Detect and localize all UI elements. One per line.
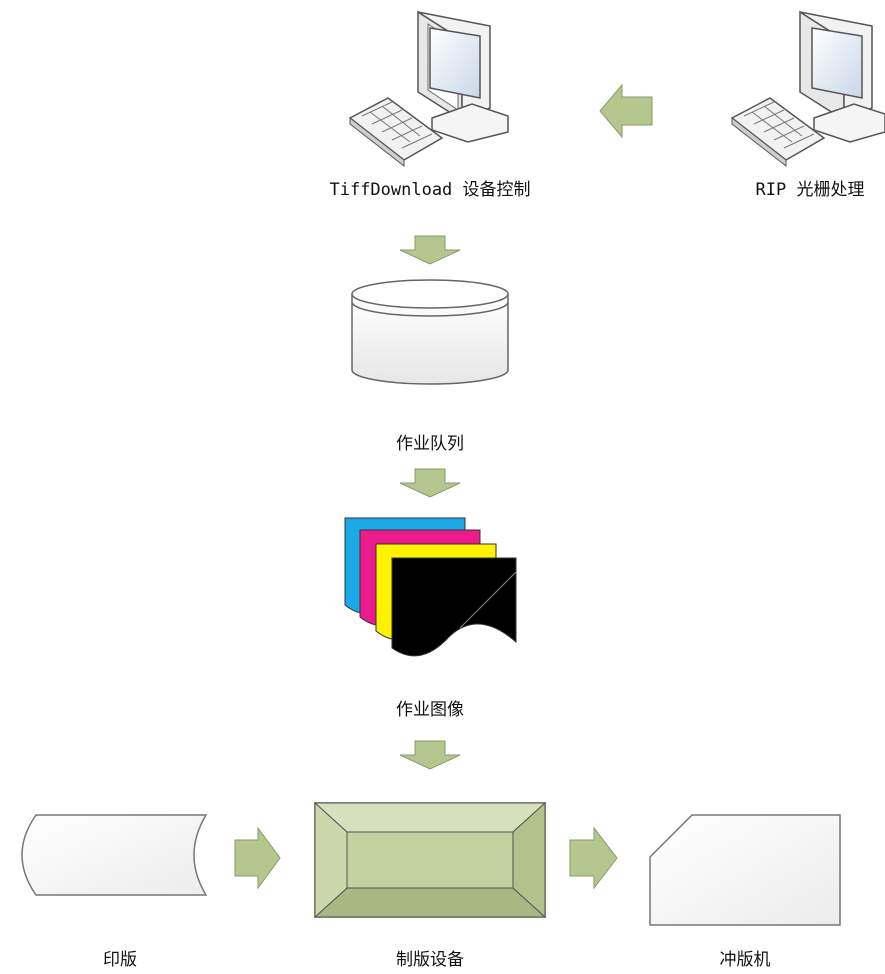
- rip-label: RIP 光栅处理: [755, 180, 865, 200]
- arrow-right-icon-1: [234, 826, 281, 890]
- arrow-right-icon-2: [569, 826, 618, 890]
- arrow-down-icon-1: [399, 235, 461, 265]
- arrow-down-icon-2: [399, 468, 461, 498]
- arrow-left-icon: [599, 83, 653, 139]
- stored-data-icon: [21, 814, 208, 896]
- processor-label: 冲版机: [719, 950, 771, 970]
- cmyk-pages-icon: [344, 517, 517, 657]
- rip-computer-icon: [730, 10, 885, 168]
- job-image-label: 作业图像: [396, 700, 464, 720]
- platesetter-label: 制版设备: [396, 950, 464, 970]
- card-icon: [649, 814, 841, 926]
- device-icon: [313, 801, 547, 919]
- arrow-down-icon-3: [399, 740, 461, 770]
- plate-label: 印版: [103, 950, 137, 970]
- database-icon: [351, 279, 509, 385]
- job-queue-label: 作业队列: [396, 434, 464, 454]
- tiff-download-label: TiffDownload 设备控制: [329, 180, 531, 200]
- tiff-download-computer-icon: [348, 10, 509, 168]
